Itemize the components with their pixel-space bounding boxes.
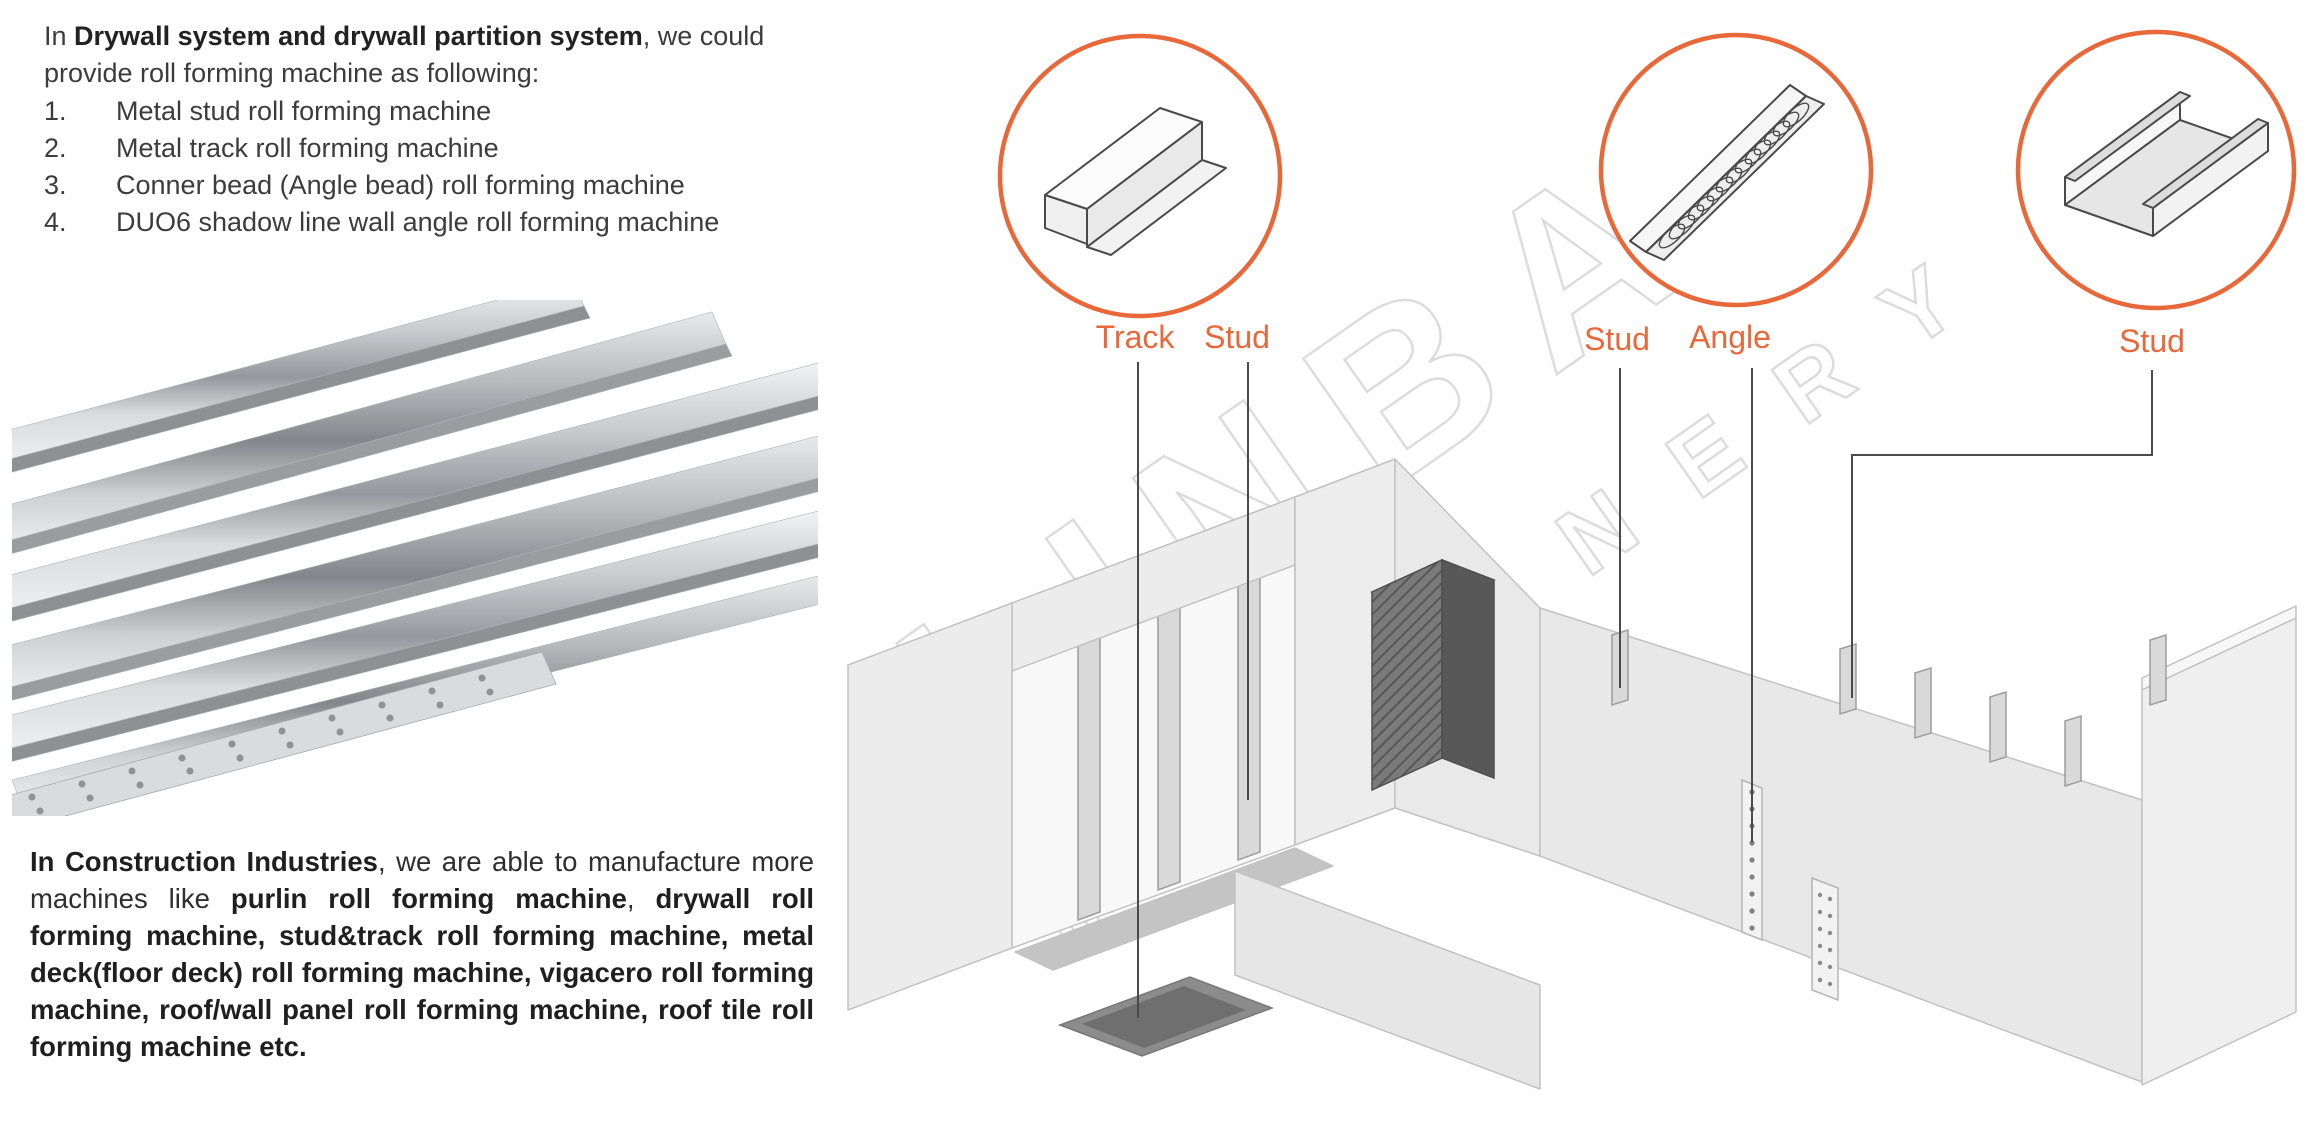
callout-angle-bead (1598, 32, 1874, 308)
list-item-text: Metal track roll forming machine (116, 133, 499, 163)
list-item: 4. DUO6 shadow line wall angle roll form… (44, 204, 819, 241)
drywall-diagram: LINBAY MACHINERY (840, 0, 2308, 1125)
label-stud-right: Stud (2119, 323, 2185, 359)
label-stud-left: Stud (1204, 319, 1270, 355)
list-item-number: 1. (44, 96, 67, 126)
construction-segment: drywall roll forming machine, stud&track… (30, 883, 814, 1062)
metal-profile-strip (12, 435, 818, 688)
wall-stud (1077, 615, 1101, 922)
construction-segment: , we are able to manufacture more machin… (30, 846, 814, 914)
list-item-text: Metal stud roll forming machine (116, 96, 492, 126)
metal-profile-strip (12, 510, 818, 749)
bead-perforations (1817, 892, 1833, 987)
perforated-bead-strip (1811, 876, 1839, 1002)
label-stud-middle: Stud (1584, 321, 1650, 357)
wall-stud (2149, 633, 2167, 707)
perforation-dots (28, 674, 494, 815)
perforated-angle-profile (12, 651, 557, 816)
list-item-number: 4. (44, 207, 67, 237)
metal-profile-strip (12, 362, 818, 608)
front-lower-wall (1234, 870, 1541, 1090)
metal-profiles-photo-svg (12, 300, 818, 816)
list-item: 3. Conner bead (Angle bead) roll forming… (44, 167, 819, 204)
list-item-text: DUO6 shadow line wall angle roll forming… (116, 207, 720, 237)
leader-lines (1137, 362, 2153, 1018)
hatched-column-front (1371, 558, 1443, 792)
label-track: Track (1096, 319, 1176, 355)
hatched-column-side (1441, 558, 1495, 780)
metal-profile-strip-shadow (12, 395, 818, 622)
wall-stud (1914, 666, 1932, 740)
construction-segment: , (626, 883, 656, 914)
metal-profile-strips (12, 300, 818, 807)
list-item: 1. Metal stud roll forming machine (44, 93, 819, 130)
wall-stud (1157, 585, 1181, 892)
end-panel (2141, 617, 2297, 1086)
leader-line-stud-right (1851, 370, 2153, 698)
diagram-labels: Track Stud Stud Angle Stud (1096, 319, 2185, 359)
intro-prefix: In (44, 21, 75, 51)
track-channel-profile-icon (1044, 107, 1227, 256)
construction-text-block: In Construction Industries, we are able … (30, 843, 814, 1065)
metal-profile-strip-shadow (12, 343, 733, 554)
metal-profile-strip-shadow (12, 305, 591, 473)
intro-text-block: In Drywall system and drywall partition … (44, 18, 819, 241)
list-item-number: 2. (44, 133, 67, 163)
floor-track-pad-inner (1082, 986, 1246, 1048)
isometric-drywall-illustration (847, 458, 2297, 1090)
angle-bead-perforations (1749, 789, 1755, 931)
intro-suffix: , we could provide roll forming machine … (44, 21, 765, 88)
metal-profile-strip-shadow (12, 543, 818, 762)
hatched-column (1370, 558, 1496, 792)
wall-stud (2064, 714, 2082, 788)
spring-coil (1658, 102, 1810, 249)
gypsum-panel-left (847, 602, 1013, 1011)
metal-profile-strip-shadow (12, 477, 818, 701)
metal-profiles-photo (12, 300, 818, 816)
list-item: 2. Metal track roll forming machine (44, 130, 819, 167)
list-item-text: Conner bead (Angle bead) roll forming ma… (116, 170, 685, 200)
construction-segment: purlin roll forming machine (230, 883, 627, 914)
callout-track-profile (997, 33, 1283, 319)
wall-stud (1989, 690, 2007, 764)
drywall-diagram-svg: LINBAY MACHINERY (847, 0, 2297, 1090)
wall-stud (1839, 642, 1857, 716)
stud-channel-profile-icon (2064, 91, 2269, 237)
machine-list: 1. Metal stud roll forming machine 2. Me… (44, 93, 819, 241)
construction-segment: In Construction Industries (30, 846, 378, 877)
intro-bold-title: Drywall system and drywall partition sys… (74, 21, 643, 51)
callout-stud-profile (2015, 29, 2297, 311)
angle-bead-spring-icon (1629, 84, 1825, 261)
list-item-number: 3. (44, 170, 67, 200)
label-angle: Angle (1689, 319, 1771, 355)
corner-angle-bead (1741, 778, 1763, 942)
